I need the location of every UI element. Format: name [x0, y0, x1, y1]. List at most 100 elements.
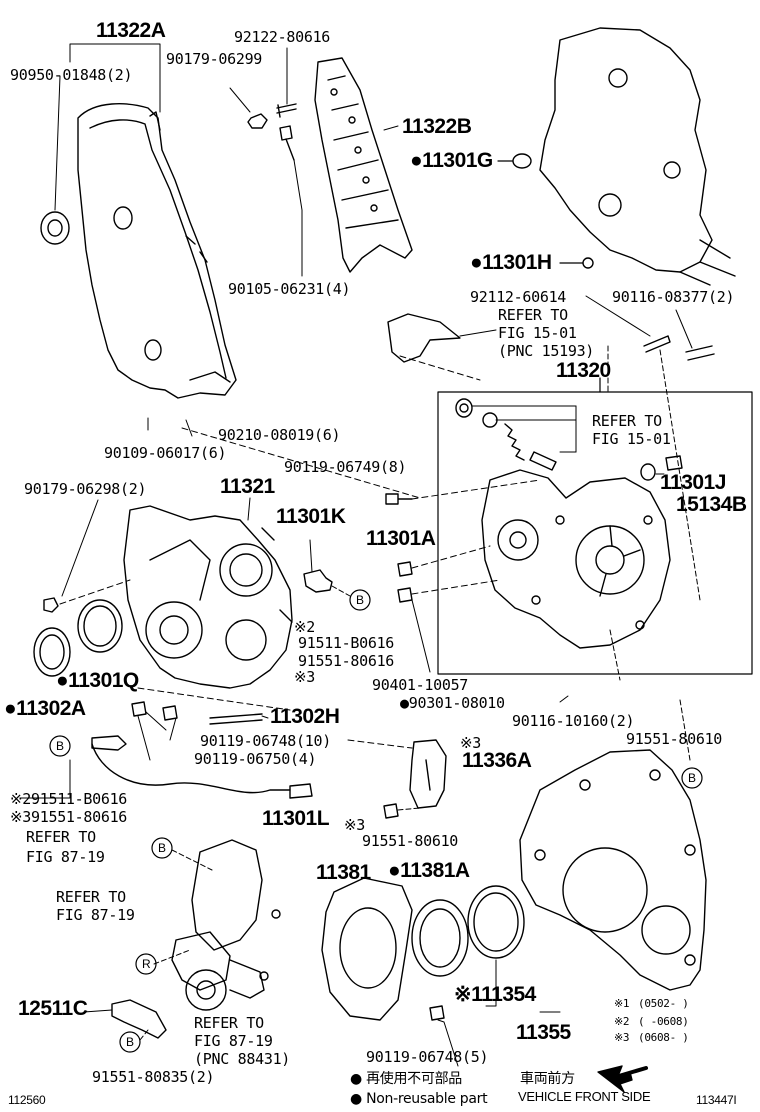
label-91551-80616-a: 91551-80616: [298, 652, 395, 670]
timing-case-11321-drawing: [123, 505, 293, 689]
note3-mark: ※3: [614, 1031, 630, 1044]
bolt-90105: [279, 125, 295, 161]
marker-b-5: [119, 1031, 141, 1053]
cover-plate-11322b-drawing: [314, 57, 413, 273]
seal-11301q: [77, 599, 123, 653]
refer-b-line1: REFER TO: [592, 412, 662, 430]
label-91511-a: 91511-B0616: [298, 634, 395, 652]
label-91511-b: ※291511-B0616: [10, 790, 128, 808]
vehicle-front-jp: 車両前方: [520, 1071, 575, 1087]
refer-d-line2: FIG 87-19: [56, 906, 135, 924]
seal-retainer-11381: [321, 877, 413, 1021]
legend-jp: ● 再使用不可部品: [350, 1071, 462, 1087]
label-11381: 11381: [316, 861, 371, 884]
legend-en: ● Non-reusable part: [350, 1091, 488, 1107]
label-11354: ※111354: [454, 983, 536, 1006]
label-92122: 92122-80616: [234, 28, 331, 46]
label-90301: ●90301-08010: [400, 694, 505, 712]
label-91551-80610-b: 91551-80610: [362, 832, 459, 850]
label-11322b: 11322B: [402, 115, 472, 138]
label-92112: 92112-60614: [470, 288, 567, 306]
back-plate-11355: [519, 749, 707, 991]
label-11301k: 11301K: [276, 505, 346, 528]
vehicle-front-en: VEHICLE FRONT SIDE: [518, 1089, 651, 1104]
gasket-15134b: [640, 463, 656, 481]
engine-block-upper-drawing: [539, 27, 736, 286]
bolt-90119-06749: [385, 493, 413, 505]
plug-11301a: [397, 561, 413, 577]
label-11320: 11320: [556, 359, 611, 382]
bolt-90119-06748-5: [429, 1005, 445, 1021]
label-91551-80616-b: ※391551-80616: [10, 808, 128, 826]
label-90119-06749: 90119-06749(8): [284, 458, 407, 476]
label-11301h: ●11301H: [470, 251, 552, 274]
note3-b: ※3: [460, 734, 481, 752]
marker-r-1: [135, 953, 157, 975]
label-90119-06750: 90119-06750(4): [194, 750, 317, 768]
marker-b-4: [681, 767, 703, 789]
note1-mark: ※1: [614, 997, 630, 1010]
label-11336a: 11336A: [462, 749, 532, 772]
footer-right-code: 113447I: [696, 1093, 737, 1107]
label-11322a: 11322A: [96, 19, 166, 42]
label-11302a: ●11302A: [4, 697, 86, 720]
label-90401: 90401-10057: [372, 676, 469, 694]
note3-text: (0608- ): [638, 1031, 689, 1044]
note2-mark: ※2: [614, 1015, 630, 1028]
marker-b-2-text: B: [56, 739, 64, 753]
vehicle-front-arrow-icon: [597, 1065, 648, 1093]
note3-c: ※3: [344, 816, 365, 834]
note3-a: ※3: [294, 668, 315, 686]
plug-11301j: [665, 455, 683, 471]
o-ring-11301g: [512, 153, 532, 169]
label-90116-10160: 90116-10160(2): [512, 712, 635, 730]
label-90119-06748-5: 90119-06748(5): [366, 1048, 489, 1066]
marker-b-3: [151, 837, 173, 859]
sensor-harness-11301l: [91, 735, 313, 799]
note2-a: ※2: [294, 618, 315, 636]
gasket-11354: [467, 885, 525, 959]
o-ring-11301h: [582, 257, 594, 269]
refer-e-line1: REFER TO: [194, 1014, 264, 1032]
footer-left-code: 112560: [8, 1093, 46, 1107]
refer-b-line2: FIG 15-01: [592, 430, 671, 448]
label-11302h: 11302H: [270, 705, 340, 728]
label-11301g: ●11301G: [410, 149, 493, 172]
marker-b-3-text: B: [158, 841, 166, 855]
oil-seal-11381a: [411, 899, 469, 977]
sensor-11301k: [303, 569, 333, 593]
label-11381a: ●11381A: [388, 859, 470, 882]
refer-c-line2: FIG 87-19: [26, 848, 105, 866]
stud-90116-08377: [685, 345, 715, 361]
label-91551-80610-a: 91551-80610: [626, 730, 723, 748]
oil-pump-body-drawing: [481, 469, 671, 649]
assembly-box-11320: [437, 391, 753, 675]
label-11301a: 11301A: [366, 527, 436, 550]
bolt-90401: [397, 587, 413, 603]
refer-c-line1: REFER TO: [26, 828, 96, 846]
stud-92112: [643, 335, 671, 353]
label-90109: 90109-06017(6): [104, 444, 227, 462]
refer-e-line2: FIG 87-19: [194, 1032, 273, 1050]
note1-text: (0502- ): [638, 997, 689, 1010]
bolts-lower-row: [131, 701, 263, 725]
marker-b-1-text: B: [356, 593, 364, 607]
marker-b-4-text: B: [688, 771, 696, 785]
refer-e-line3: (PNC 88431): [194, 1050, 291, 1068]
tensioner-assembly: [171, 839, 281, 1011]
label-90179-06299: 90179-06299: [166, 50, 263, 68]
bracket-11336a: [409, 739, 447, 809]
refer-a-line1: REFER TO: [498, 306, 568, 324]
marker-b-1: [349, 589, 371, 611]
label-11301j: 11301J: [660, 471, 726, 494]
label-91551-80835: 91551-80835(2): [92, 1068, 215, 1086]
bolt-91551-80610-b: [383, 803, 399, 819]
marker-b-5-text: B: [126, 1035, 134, 1049]
gasket-15193: [387, 313, 461, 363]
label-90116-08377: 90116-08377(2): [612, 288, 735, 306]
relief-valve-parts: [455, 398, 557, 471]
refer-a-line3: (PNC 15193): [498, 342, 595, 360]
label-90119-06748-10: 90119-06748(10): [200, 732, 331, 750]
refer-d-line1: REFER TO: [56, 888, 126, 906]
